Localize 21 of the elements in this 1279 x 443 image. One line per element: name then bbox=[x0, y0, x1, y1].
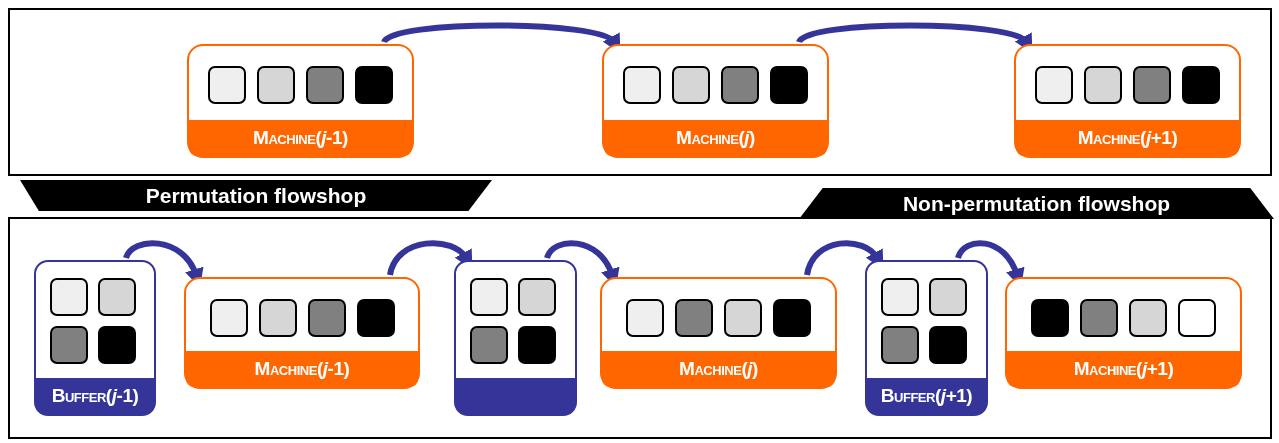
machine-label: Machine(j) bbox=[602, 351, 835, 387]
curved-arrow bbox=[804, 240, 886, 276]
machine-box bbox=[1014, 44, 1241, 158]
buffer-label: Buffer(j-1) bbox=[36, 378, 154, 414]
buffer-box bbox=[454, 260, 577, 416]
section-tab: Non-permutation flowshop bbox=[799, 188, 1274, 219]
machine-label: Machine(j+1) bbox=[1016, 120, 1239, 156]
machine-box bbox=[600, 277, 837, 389]
curved-arrow bbox=[387, 240, 475, 276]
machine-label: Machine(j+1) bbox=[1007, 351, 1240, 387]
buffer-label: Buffer(j+1) bbox=[867, 378, 986, 414]
buffer-box bbox=[865, 260, 988, 416]
machine-box bbox=[1005, 277, 1242, 389]
buffer-box bbox=[34, 260, 156, 416]
section-tab: Permutation flowshop bbox=[20, 180, 492, 211]
machine-label: Machine(j-1) bbox=[189, 120, 412, 156]
machine-label: Machine(j-1) bbox=[186, 351, 418, 387]
machine-box bbox=[187, 44, 414, 158]
machine-label: Machine(j) bbox=[604, 120, 827, 156]
machine-box bbox=[602, 44, 829, 158]
machine-box bbox=[184, 277, 420, 389]
